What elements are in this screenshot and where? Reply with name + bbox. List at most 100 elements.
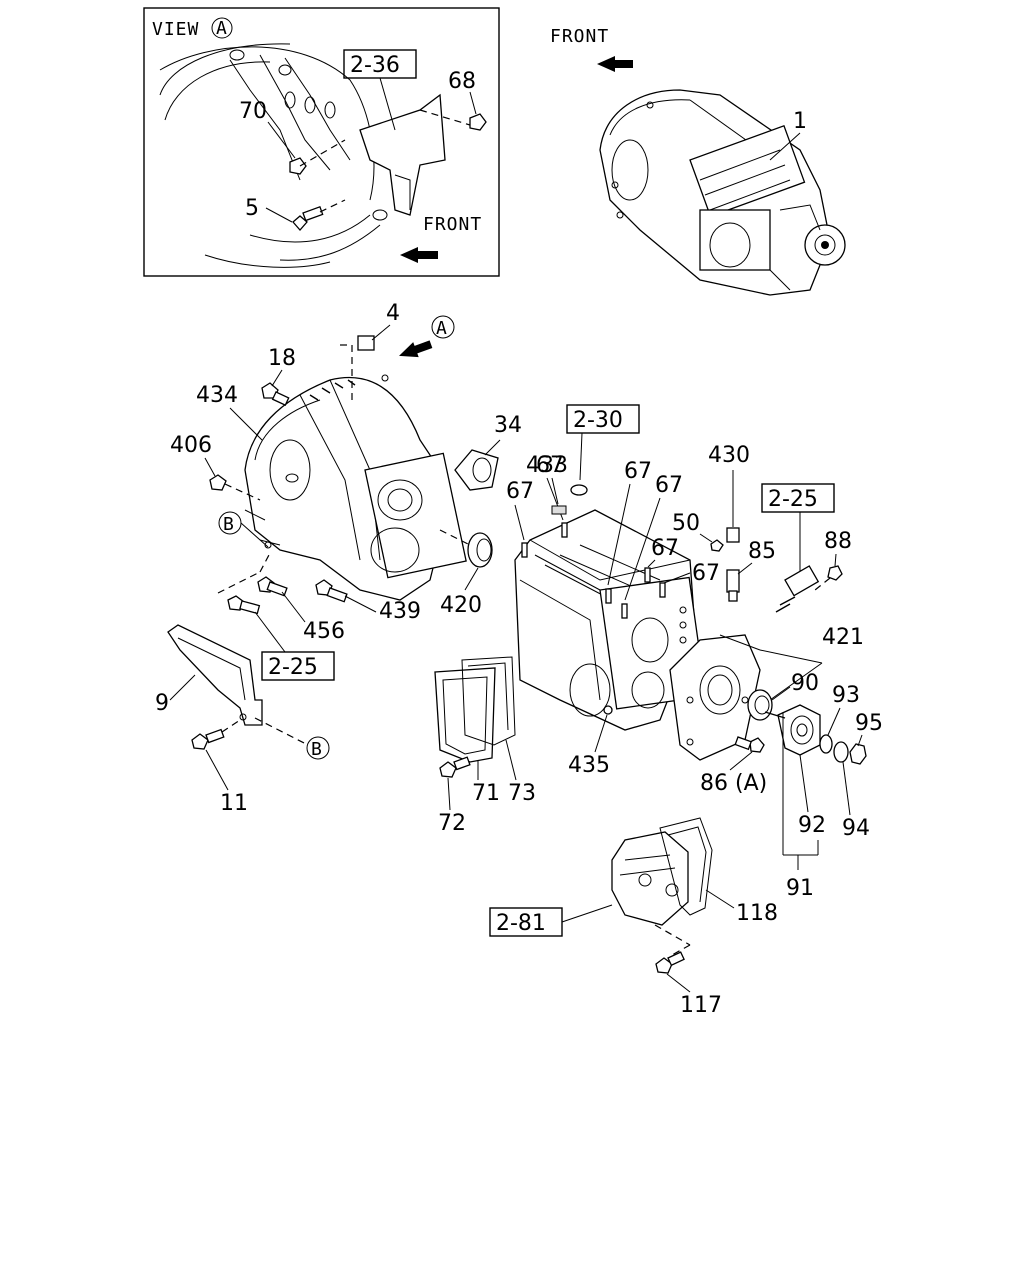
callout-67-f: 67	[692, 561, 720, 586]
transmission-assembly: FRONT	[550, 26, 846, 296]
callout-67-b: 67	[536, 453, 564, 478]
callout-73: 73	[508, 781, 536, 806]
plate-433	[551, 505, 567, 515]
callout-50: 50	[672, 511, 700, 536]
ref-2-30-text[interactable]: 2-30	[573, 408, 623, 433]
view-a-front-arrow	[400, 247, 438, 263]
nut-68	[469, 113, 487, 131]
plug-2-30	[570, 484, 588, 496]
callout-421: 421	[822, 625, 864, 650]
nut-70	[289, 139, 346, 175]
callout-86: 86	[700, 771, 728, 796]
studs-67	[521, 522, 666, 619]
callout-118: 118	[736, 901, 778, 926]
ref-2-25-right-text[interactable]: 2-25	[768, 487, 818, 512]
callout-433: 433	[526, 453, 568, 478]
view-a-marker-letter[interactable]: A	[436, 318, 448, 339]
callout-90: 90	[791, 671, 819, 696]
gasket-73	[461, 656, 516, 746]
nut-95	[849, 743, 867, 765]
bolt-456	[257, 576, 288, 597]
bolt-117	[655, 951, 685, 974]
callout-434: 434	[196, 383, 238, 408]
bolt-11	[191, 719, 241, 750]
callout-85: 85	[748, 539, 776, 564]
callout-67-e: 67	[651, 536, 679, 561]
callout-70: 70	[239, 99, 267, 124]
seal-90	[747, 689, 773, 721]
callout-117: 117	[680, 993, 722, 1018]
marker-b-lower-letter[interactable]: B	[311, 739, 323, 760]
assembly-front-label: FRONT	[550, 26, 609, 47]
callout-430: 430	[708, 443, 750, 468]
callout-439: 439	[379, 599, 421, 624]
marker-b-upper-letter[interactable]: B	[223, 514, 235, 535]
switch-85	[726, 569, 740, 602]
boot-34	[454, 449, 499, 491]
speed-sensor	[775, 565, 820, 613]
callout-92: 92	[798, 813, 826, 838]
cover-71	[434, 667, 496, 763]
callout-9: 9	[155, 691, 169, 716]
ref-box-2-30[interactable]	[566, 404, 640, 434]
assembly-front-arrow	[597, 56, 633, 72]
callout-5: 5	[245, 196, 259, 221]
nut-406	[209, 474, 227, 491]
view-a-marker[interactable]	[431, 315, 455, 339]
marker-b-lower[interactable]	[306, 736, 330, 760]
callout-18: 18	[268, 346, 296, 371]
bolt-4	[340, 335, 375, 405]
callout-1: 1	[793, 109, 807, 134]
callout-34: 34	[494, 413, 522, 438]
callout-93: 93	[832, 683, 860, 708]
callout-11: 11	[220, 791, 248, 816]
bell-housing-434	[244, 374, 467, 601]
ref-2-25-left-text[interactable]: 2-25	[268, 655, 318, 680]
bolt-88	[827, 565, 843, 581]
flange-92	[764, 704, 821, 756]
inset-frame	[143, 7, 500, 277]
washer-94	[833, 741, 849, 763]
callout-67-a: 67	[506, 479, 534, 504]
ref-box-2-25-left[interactable]	[261, 651, 335, 681]
view-a-title: VIEW	[152, 19, 199, 40]
fitting-18	[261, 382, 290, 407]
callout-88: 88	[824, 529, 852, 554]
callout-91: 91	[786, 876, 814, 901]
bolt-72	[439, 756, 471, 778]
view-a-front-label: FRONT	[423, 214, 482, 235]
callout-67-c: 67	[624, 459, 652, 484]
bolt-86	[734, 736, 765, 753]
gasket-118	[659, 817, 713, 916]
ref-box-2-25-right[interactable]	[761, 483, 835, 513]
pto-cover	[611, 831, 689, 926]
bolt-439	[315, 579, 348, 603]
bracket-9	[167, 624, 263, 726]
oil-seal-420	[439, 529, 493, 568]
o-ring-93	[819, 734, 833, 754]
view-a-letter: A	[216, 18, 228, 39]
view-a-pointer-arrow	[399, 340, 433, 358]
view-a-inset: VIEW A 2-36	[143, 7, 500, 277]
callout-456: 456	[303, 619, 345, 644]
ref-2-81-text[interactable]: 2-81	[496, 911, 546, 936]
bracket-sketch	[359, 93, 471, 216]
view-a-circle	[211, 17, 233, 39]
callout-406: 406	[170, 433, 212, 458]
callout-72: 72	[438, 811, 466, 836]
callout-71: 71	[472, 781, 500, 806]
callout-435: 435	[568, 753, 610, 778]
callout-95: 95	[855, 711, 883, 736]
bolt-5	[292, 199, 346, 231]
washer-50	[710, 539, 724, 552]
callout-4: 4	[386, 301, 400, 326]
ref-2-36-text[interactable]: 2-36	[350, 53, 400, 78]
callout-86-suffix: (A)	[735, 771, 767, 796]
callout-94: 94	[842, 816, 870, 841]
callout-67-d: 67	[655, 473, 683, 498]
bolt-430	[726, 527, 740, 543]
callout-420: 420	[440, 593, 482, 618]
callout-68: 68	[448, 69, 476, 94]
